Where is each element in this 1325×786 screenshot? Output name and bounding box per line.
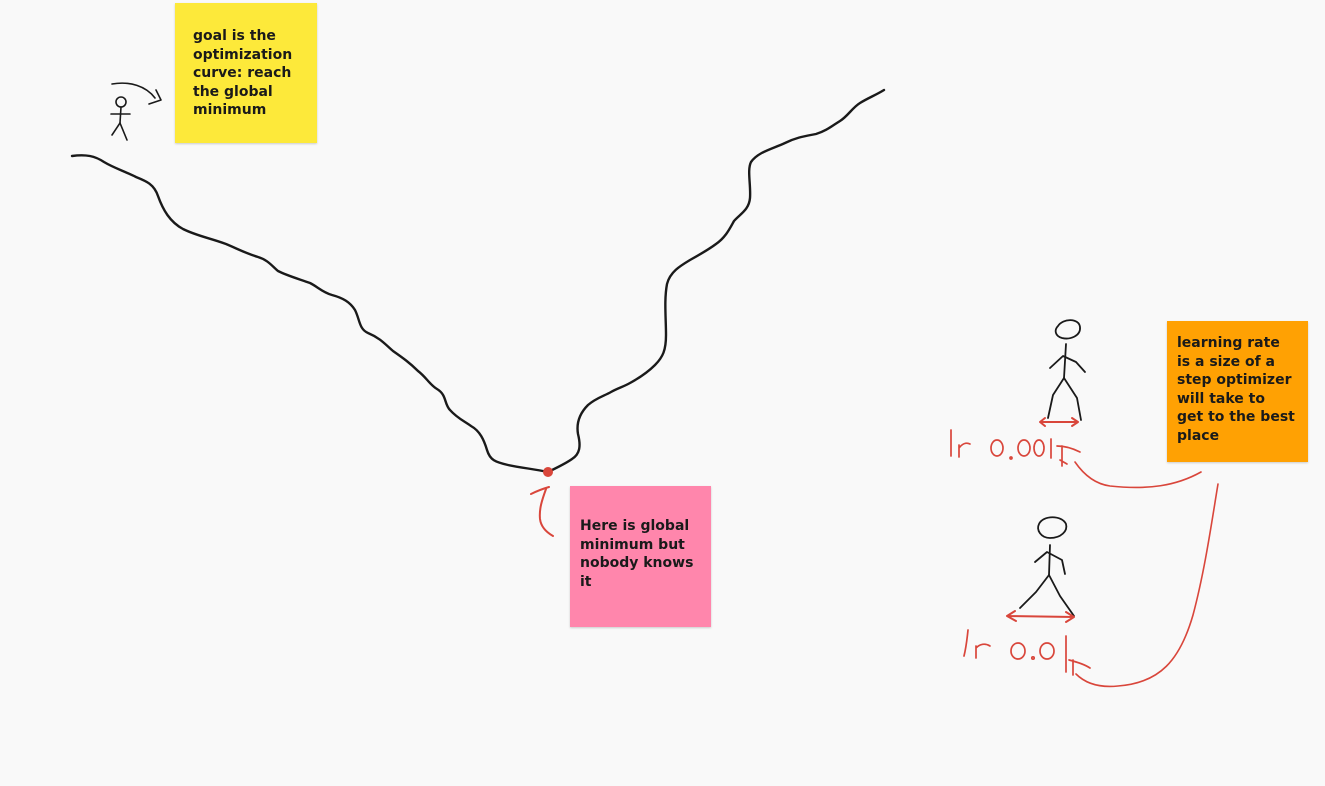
minimum-pointer-arrow[interactable] (530, 486, 554, 537)
handwritten-lr-0.01[interactable] (963, 629, 1091, 676)
sticky-note-learning-rate[interactable]: learning rate is a size of a step optimi… (1167, 321, 1308, 462)
learning-rate-note-text: learning rate is a size of a step optimi… (1177, 335, 1295, 444)
connector-note-to-large-step[interactable] (1075, 483, 1219, 688)
walker-figure-small-step[interactable] (1047, 319, 1086, 421)
walker-figure-start[interactable] (110, 96, 131, 141)
global-minimum-note-text: Here is global minimum but nobody knows … (580, 518, 694, 590)
small-step-arrow[interactable] (1039, 417, 1079, 427)
optimization-curve[interactable] (70, 88, 886, 474)
start-direction-arrow[interactable] (111, 82, 162, 105)
global-minimum-dot[interactable] (543, 467, 553, 477)
connector-note-to-small-step[interactable] (1074, 461, 1202, 489)
sticky-note-goal[interactable]: goal is the optimization curve: reach th… (175, 3, 317, 143)
sticky-note-global-minimum[interactable]: Here is global minimum but nobody knows … (570, 486, 711, 627)
walker-figure-large-step[interactable] (1019, 516, 1075, 617)
goal-note-text: goal is the optimization curve: reach th… (193, 28, 293, 118)
handwritten-lr-0.001[interactable] (950, 429, 1081, 467)
large-step-arrow[interactable] (1006, 610, 1075, 623)
